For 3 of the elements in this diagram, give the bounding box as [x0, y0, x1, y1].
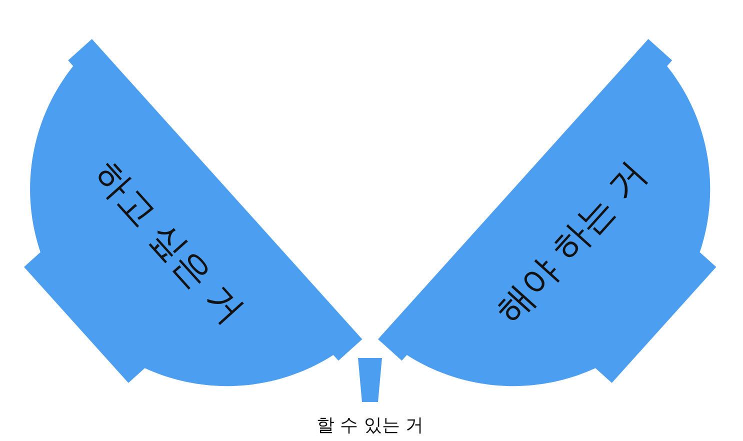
shape-label: 하고 싶은 거	[84, 154, 250, 332]
region-label: 할 수 있는 거	[316, 416, 424, 436]
shape-label: 해야 하는 거	[490, 154, 656, 332]
